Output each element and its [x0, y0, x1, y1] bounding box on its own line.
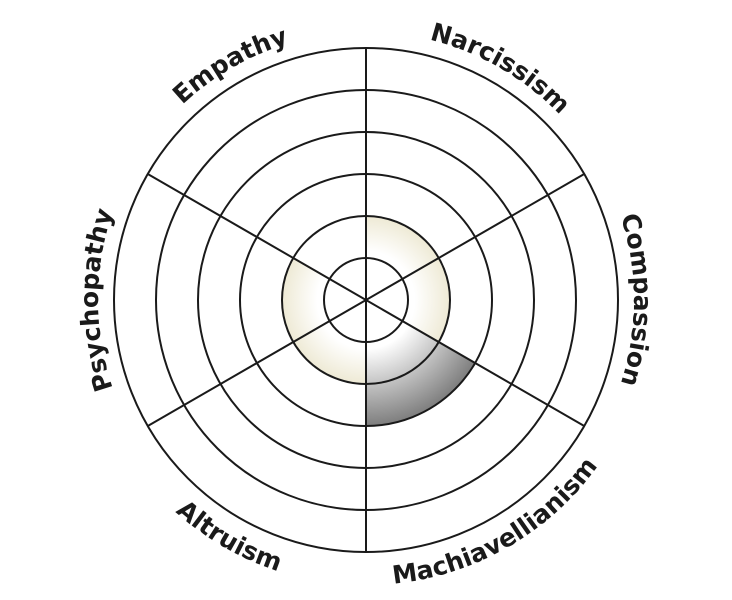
grid-spoke-2: [365, 299, 585, 427]
wedge-layer: [282, 216, 476, 426]
axis-label-narcissism: Narcissism: [428, 17, 576, 119]
axis-label-compassion: Compassion: [615, 210, 657, 390]
grid-layer: [113, 47, 619, 553]
axis-label-psychopathy: Psychopathy: [75, 205, 119, 395]
axis-label-altruism: Altruism: [171, 494, 286, 577]
axis-label-machiavellianism: Machiavellianism: [390, 452, 602, 590]
grid-spoke-1: [365, 173, 585, 301]
grid-spoke-4: [147, 299, 367, 427]
grid-spoke-5: [147, 173, 367, 301]
